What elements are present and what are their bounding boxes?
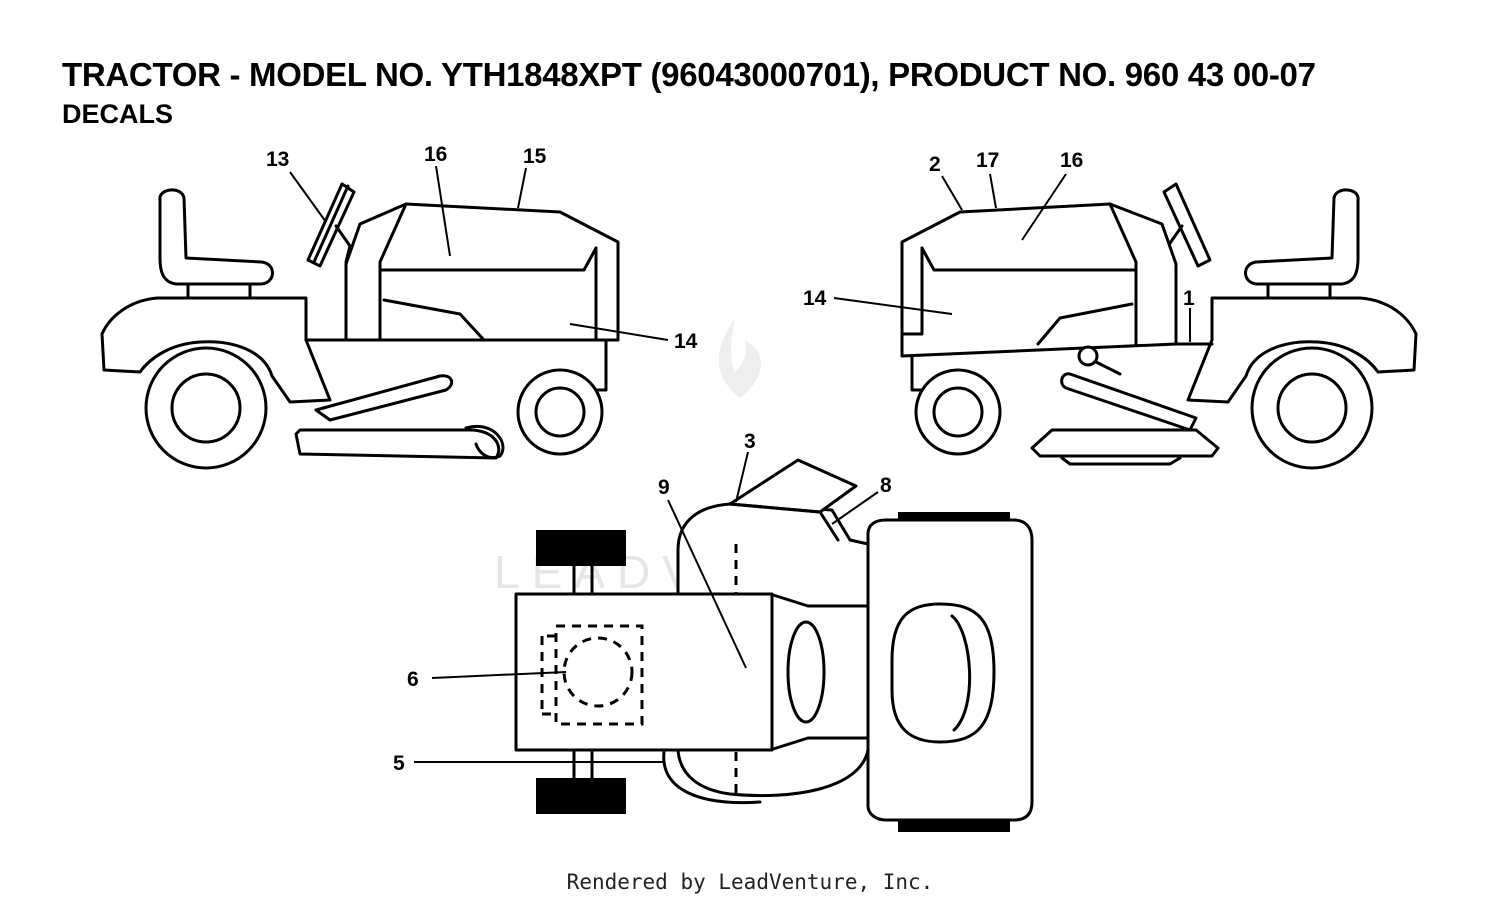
rear-body [866,518,1034,822]
callout-14-right: 14 [803,287,827,310]
callout-9: 9 [658,476,670,499]
callout-15: 15 [523,145,547,168]
callout-16-left: 16 [424,143,447,166]
callout-6: 6 [407,668,419,691]
lift-lever-knob [1077,345,1099,367]
flame-logo-icon [719,318,761,398]
page-subtitle: DECALS [62,99,174,129]
seat-top [890,602,996,744]
callout-8: 8 [880,474,892,497]
mower-deck [294,428,501,460]
callout-3: 3 [744,430,756,453]
seat [1244,188,1360,286]
callout-17: 17 [976,149,999,172]
callout-13: 13 [266,148,289,171]
steering-column [786,620,826,724]
callout-14-left: 14 [674,330,698,353]
front-tire-right [536,778,626,814]
deck-lever [1060,372,1198,432]
decal-area-circle [562,636,634,708]
callout-5: 5 [393,752,405,775]
mower-deck [1030,428,1220,458]
rear-fender [1186,296,1418,404]
decal-area-rect [554,624,644,726]
tractor-top-view: 3 8 9 6 5 [393,430,1034,832]
hood [900,202,1178,358]
rear-fender [100,296,332,404]
footer-credit: Rendered by LeadVenture, Inc. [566,870,934,894]
page-title: TRACTOR - MODEL NO. YTH1848XPT (96043000… [62,56,1316,93]
tractor-left-side-view: 13 16 15 14 [100,143,698,470]
hood [344,202,620,342]
callout-2: 2 [929,153,941,176]
seat [158,188,274,286]
callout-1: 1 [1183,287,1195,310]
callout-16-right: 16 [1060,149,1083,172]
steering-wheel [1162,182,1212,268]
tractor-right-side-view: 2 17 16 14 1 [803,149,1418,470]
deck-lever [314,374,454,422]
front-tire-left [536,530,626,566]
steering-wheel [312,184,350,264]
